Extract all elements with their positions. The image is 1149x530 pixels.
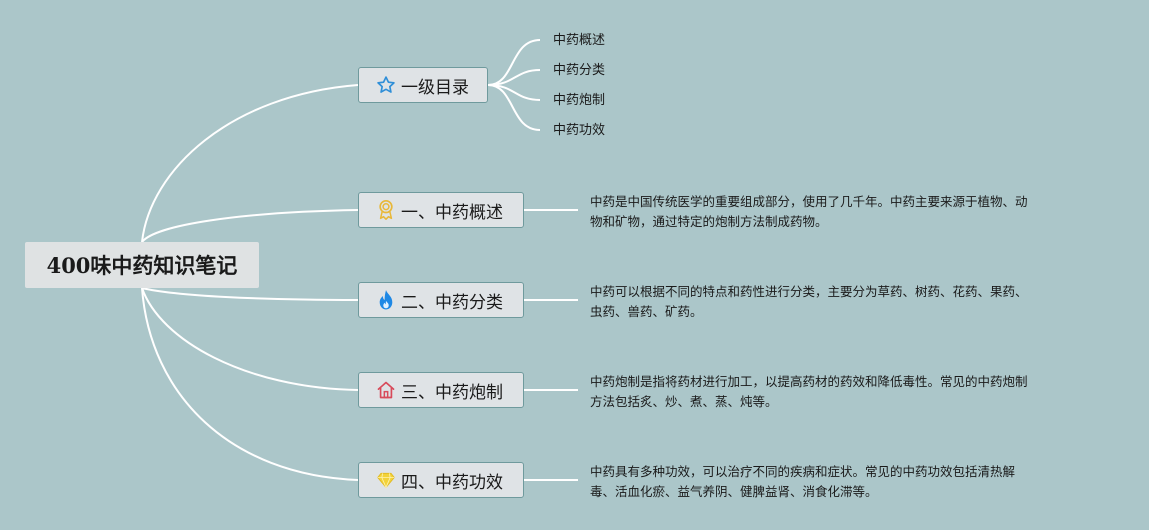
house-icon: [375, 379, 397, 401]
connector-root-section-4: [141, 287, 359, 481]
toc-item[interactable]: 中药分类: [553, 63, 606, 78]
diamond-icon: [375, 469, 397, 491]
section-description: 中药是中国传统医学的重要组成部分，使用了几千年。中药主要来源于植物、动 物和矿物…: [590, 194, 1028, 229]
award-ribbon-icon: [375, 199, 397, 221]
section-label: 一、中药概述: [401, 202, 503, 223]
connector-root-section-2: [141, 287, 359, 301]
toc-label: 一级目录: [401, 77, 469, 98]
connector-root-section-3: [141, 287, 359, 391]
connector-root-toc: [141, 84, 359, 243]
connector-toc-item-4: [487, 84, 541, 131]
section-description: 中药具有多种功效，可以治疗不同的疾病和症状。常见的中药功效包括清热解 毒、活血化…: [590, 464, 1016, 499]
root-title: 400味中药知识笔记: [46, 253, 238, 278]
section-description: 中药可以根据不同的特点和药性进行分类，主要分为草药、树药、花药、果药、 虫药、兽…: [590, 284, 1028, 319]
section-description: 中药炮制是指将药材进行加工，以提高药材的药效和降低毒性。常见的中药炮制 方法包括…: [590, 374, 1028, 409]
root-node[interactable]: 400味中药知识笔记: [25, 242, 259, 288]
toc-item[interactable]: 中药炮制: [553, 93, 606, 108]
section-label: 三、中药炮制: [401, 382, 503, 403]
toc-item[interactable]: 中药功效: [553, 123, 606, 138]
section-label: 四、中药功效: [401, 472, 503, 493]
connector-root-section-1: [141, 209, 359, 243]
section-label: 二、中药分类: [401, 292, 503, 313]
toc-node[interactable]: 一级目录: [358, 67, 488, 103]
star-icon: [375, 74, 397, 96]
toc-item[interactable]: 中药概述: [553, 33, 606, 48]
connector-toc-item-1: [487, 39, 541, 86]
section-node-overview[interactable]: 一、中药概述: [358, 192, 524, 228]
section-node-classification[interactable]: 二、中药分类: [358, 282, 524, 318]
section-node-processing[interactable]: 三、中药炮制: [358, 372, 524, 408]
section-node-efficacy[interactable]: 四、中药功效: [358, 462, 524, 498]
flame-icon: [375, 289, 397, 311]
